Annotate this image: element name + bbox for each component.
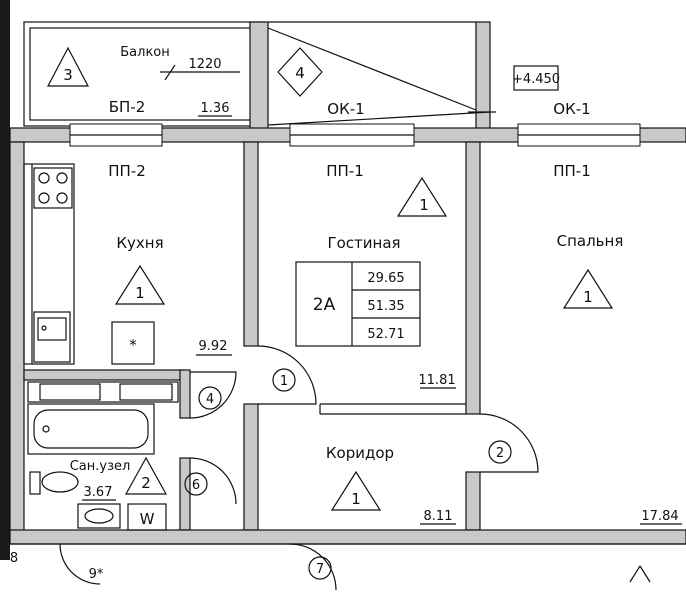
apartment-table: 2А 29.65 51.35 52.71: [295, 261, 421, 347]
door-marker-8: 8: [10, 551, 18, 566]
balcony-name: Балкон: [120, 45, 170, 60]
door-marker-1: 1: [280, 374, 288, 389]
living-name: Гостиная: [327, 234, 400, 252]
apartment-value-2: 51.35: [367, 299, 404, 314]
living-marker: 1: [419, 196, 429, 214]
kitchen-marker-triangle: [114, 264, 166, 305]
door-marker-4: 4: [206, 392, 214, 407]
bedroom-name: Спальня: [557, 232, 624, 250]
bathroom-marker: 2: [141, 474, 151, 492]
sill-pp1-a: ПП-1: [326, 162, 364, 180]
door-marker-9: 9*: [89, 567, 104, 582]
balcony-block-label: БП-2: [109, 98, 146, 116]
bedroom-area: 17.84: [641, 509, 678, 524]
apartment-type: 2А: [313, 295, 336, 315]
window-ok1-a: ОК-1: [327, 100, 364, 118]
door-marker-7: 7: [316, 562, 324, 577]
balcony-area: 1.36: [201, 101, 230, 116]
door-marker-6: 6: [192, 478, 200, 493]
window-ok1-b: ОК-1: [553, 100, 590, 118]
bathroom-marker-triangle: [124, 456, 168, 495]
bathroom-area: 3.67: [84, 485, 113, 500]
bedroom-marker: 1: [583, 288, 593, 306]
balcony-dim: 1220: [188, 57, 221, 72]
kitchen-name: Кухня: [116, 234, 163, 252]
apartment-value-3: 52.71: [367, 327, 404, 342]
apartment-value-1: 29.65: [367, 271, 404, 286]
sill-pp1-b: ПП-1: [553, 162, 591, 180]
washer-label: W: [140, 510, 155, 528]
living-marker-triangle: [396, 176, 448, 217]
svg-text:*: *: [129, 336, 137, 354]
corridor-marker-triangle: [330, 470, 382, 511]
kitchen-marker: 1: [135, 284, 145, 302]
diamond-marker-shape: [277, 47, 323, 97]
kitchen-area: 9.92: [199, 339, 228, 354]
diamond-marker: 4: [295, 64, 305, 82]
living-area: 11.81: [418, 373, 455, 388]
corridor-marker: 1: [351, 490, 361, 508]
corridor-name: Коридор: [326, 444, 394, 462]
door-markers: 4 1 2 6 7 9* 8: [10, 368, 512, 582]
bathroom-name: Сан.узел: [70, 459, 131, 474]
sill-pp2: ПП-2: [108, 162, 146, 180]
door-marker-2: 2: [496, 446, 504, 461]
balcony-marker-triangle: [47, 46, 89, 87]
balcony-marker: 3: [63, 66, 73, 84]
corridor-area: 8.11: [424, 509, 453, 524]
elevation-label: +4.450: [512, 72, 560, 87]
bedroom-marker-triangle: [562, 268, 614, 309]
